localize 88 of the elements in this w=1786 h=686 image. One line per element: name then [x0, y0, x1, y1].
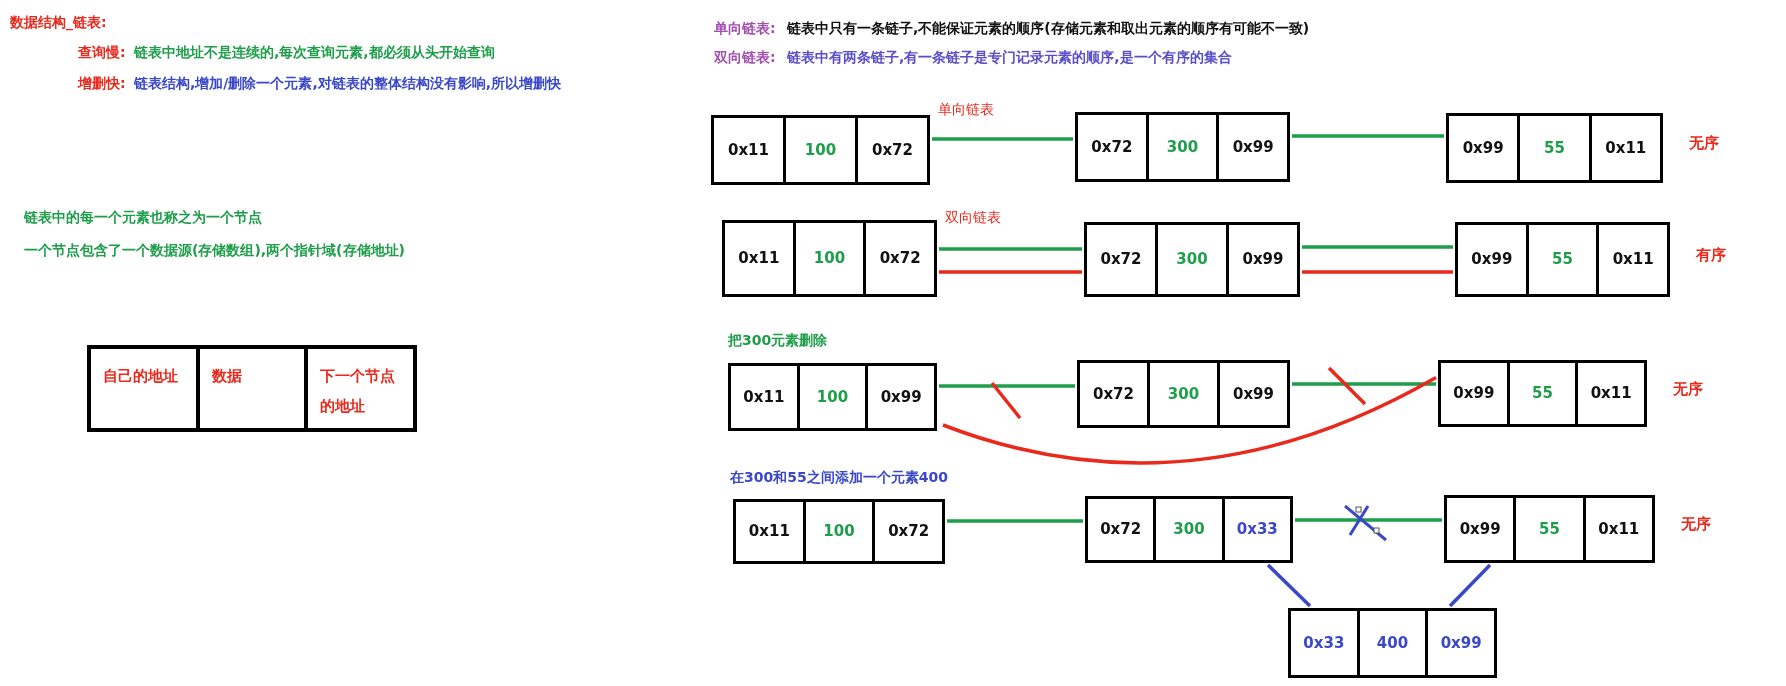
cell-value: 300	[1166, 136, 1199, 158]
note-text: 链表中只有一条链子,不能保证元素的顺序(存储元素和取出元素的顺序有可能不一致)	[787, 19, 1310, 38]
cell-value: 0x99	[1459, 518, 1501, 540]
cell-value: 0x99	[1453, 383, 1495, 405]
node-structure-box	[87, 345, 417, 432]
note-text: 单向链表:	[714, 19, 776, 38]
cell-value: 400	[1376, 632, 1409, 654]
cell-value: 0x72	[1091, 136, 1133, 158]
cell-value: 300	[1167, 383, 1200, 405]
note-text: 链表结构,增加/删除一个元素,对链表的整体结构没有影响,所以增删快	[134, 74, 562, 93]
connector-line	[942, 375, 1437, 465]
note-text: 链表中有两条链子,有一条链子是专门记录元素的顺序,是一个有序的集合	[787, 48, 1232, 67]
cell-value: 0x99	[1242, 249, 1284, 271]
cell-value: 0x33	[1236, 519, 1278, 541]
cell-value: 0x99	[1471, 249, 1513, 271]
cell-value: 0x72	[872, 139, 913, 161]
edge-label: 单向链表	[936, 100, 996, 118]
note-text: 在300和55之间添加一个元素400	[730, 468, 948, 487]
connector-line	[1295, 518, 1442, 522]
linked-list-node	[1455, 222, 1670, 297]
linked-list-node	[722, 220, 937, 297]
cell-value: 100	[813, 248, 846, 270]
connector-line	[1292, 382, 1436, 386]
connector-line	[1448, 563, 1492, 608]
cell-value: 0x99	[1440, 632, 1482, 654]
order-note: 无序	[1681, 514, 1711, 535]
cell-value: 300	[1173, 519, 1205, 541]
order-note: 有序	[1696, 244, 1726, 266]
note-text: 链表中地址不是连续的,每次查询元素,都必须从头开始查询	[134, 43, 495, 62]
cell-value: 100	[804, 139, 837, 161]
cell-value: 55	[1552, 249, 1573, 271]
cell-value: 0x72	[1100, 249, 1142, 271]
connector-line	[1292, 134, 1444, 138]
cell-value: 0x99	[1233, 383, 1274, 405]
field-label: 下一个节点的地址	[320, 366, 397, 417]
connector-line	[947, 519, 1083, 523]
cell-value: 55	[1544, 137, 1565, 159]
connector-line	[1266, 563, 1312, 608]
cell-value: 0x99	[1232, 136, 1274, 158]
field-label: 自己的地址	[103, 366, 179, 387]
cell-value: 0x33	[1303, 632, 1345, 654]
cell-value: 0x11	[1590, 383, 1632, 405]
linked-list-node	[1075, 112, 1290, 182]
cell-value: 0x11	[743, 386, 785, 408]
note-text: 数据结构_链表:	[10, 13, 107, 32]
cell-value: 0x99	[880, 386, 922, 408]
linked-list-node	[1077, 360, 1290, 428]
linked-list-node	[711, 115, 930, 185]
note-text: 增删快:	[78, 74, 126, 93]
cell-value: 100	[823, 521, 855, 543]
cell-value: 0x99	[1462, 137, 1504, 159]
cell-value: 0x11	[1598, 518, 1640, 540]
connector-line	[939, 247, 1082, 251]
cell-value: 0x72	[1093, 383, 1134, 405]
note-text: 查询慢:	[78, 43, 126, 62]
field-label: 数据	[211, 366, 243, 387]
cell-value: 55	[1532, 383, 1553, 405]
linked-list-node	[1438, 360, 1647, 427]
order-note: 无序	[1673, 378, 1703, 400]
note-text: 双向链表:	[714, 48, 776, 67]
linked-list-node	[733, 499, 945, 564]
linked-list-node	[1085, 496, 1293, 563]
cell-value: 0x11	[1612, 249, 1654, 271]
note-text: 把300元素删除	[728, 331, 828, 350]
cell-value: 300	[1176, 249, 1208, 271]
cell-value: 0x11	[1605, 137, 1647, 159]
cell-value: 0x11	[748, 521, 790, 543]
linked-list-node	[728, 363, 937, 431]
cell-value: 0x72	[879, 248, 921, 270]
connector-line	[1302, 270, 1453, 274]
order-note: 无序	[1689, 133, 1719, 154]
cell-value: 0x72	[1100, 519, 1142, 541]
linked-list-node	[1446, 113, 1663, 183]
cell-value: 0x11	[728, 139, 769, 161]
linked-list-node	[1084, 222, 1300, 297]
connector-line	[1302, 245, 1453, 249]
connector-line	[939, 270, 1082, 274]
note-text: 链表中的每一个元素也称之为一个节点	[24, 208, 262, 227]
note-text: 一个节点包含了一个数据源(存储数组),两个指针域(存储地址)	[24, 241, 405, 260]
cell-value: 100	[816, 386, 849, 408]
linked-list-node	[1444, 495, 1655, 563]
connector-line	[932, 137, 1073, 141]
cell-value: 0x72	[888, 521, 930, 543]
linked-list-node	[1288, 608, 1497, 678]
edge-label: 双向链表	[943, 208, 1003, 226]
connector-line	[939, 384, 1075, 388]
cell-value: 55	[1539, 518, 1560, 540]
cell-value: 0x11	[738, 248, 780, 270]
